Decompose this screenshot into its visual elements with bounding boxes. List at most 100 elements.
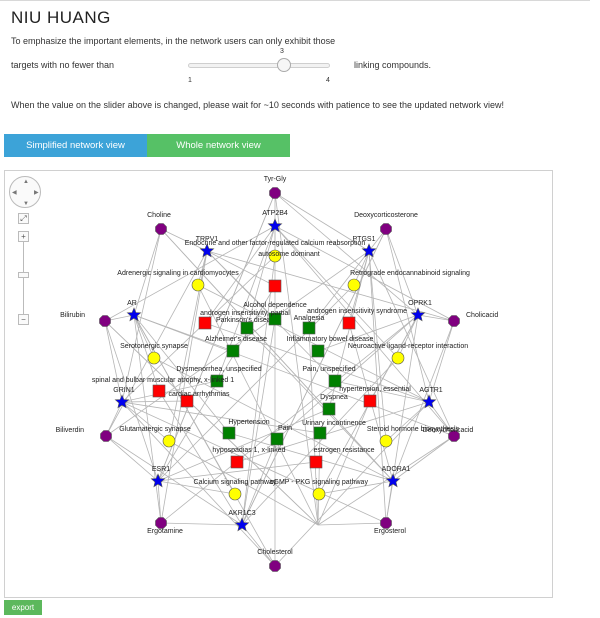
pan-right-icon[interactable]: ▶: [34, 190, 39, 196]
target-node[interactable]: PTGS1: [353, 236, 377, 258]
compound-node[interactable]: Tyr-Gly: [264, 176, 287, 199]
key-disease-shape[interactable]: [230, 455, 244, 469]
disease-node[interactable]: Inflammatory bowel disease: [287, 336, 374, 358]
target-shape[interactable]: [267, 218, 283, 233]
target-node[interactable]: ESR1: [150, 466, 170, 488]
pathway-node[interactable]: Serotonergic synapse: [120, 343, 188, 365]
pathway-node[interactable]: Endocrine and other factor-regulated cal…: [185, 240, 366, 263]
disease-node[interactable]: Pain: [270, 425, 292, 446]
key-disease-shape[interactable]: [342, 316, 356, 330]
pathway-shape[interactable]: [191, 278, 205, 292]
key-disease-shape[interactable]: [363, 394, 377, 408]
disease-shape[interactable]: [226, 344, 240, 358]
target-shape[interactable]: [410, 307, 426, 322]
target-node[interactable]: TRPV1: [196, 236, 219, 258]
pathway-shape[interactable]: [147, 351, 161, 365]
pathway-shape[interactable]: [268, 249, 282, 263]
target-node[interactable]: AR: [126, 300, 142, 322]
disease-shape[interactable]: [328, 374, 342, 388]
disease-node[interactable]: Pain, unspecified: [302, 366, 356, 388]
target-shape[interactable]: [361, 243, 377, 258]
tab-simplified-network-view[interactable]: Simplified network view: [4, 134, 147, 157]
target-shape[interactable]: [150, 473, 166, 488]
compound-node[interactable]: Choline: [147, 212, 171, 235]
zoom-slider-knob[interactable]: [18, 272, 29, 278]
disease-shape[interactable]: [313, 426, 327, 440]
compound-shape[interactable]: [100, 430, 112, 442]
pathway-shape[interactable]: [379, 434, 393, 448]
target-shape[interactable]: [114, 394, 130, 409]
compound-shape[interactable]: [155, 517, 167, 529]
target-shape[interactable]: [421, 394, 437, 409]
target-node[interactable]: ADORA1: [382, 466, 411, 488]
pathway-node[interactable]: Adrenergic signaling in cardiomyocytes: [117, 270, 239, 292]
pathway-node[interactable]: Retrograde endocannabinoid signaling: [347, 270, 470, 292]
disease-shape[interactable]: [270, 432, 284, 446]
disease-node[interactable]: Alzheimer's disease: [205, 336, 267, 358]
key-disease-node[interactable]: estrogen resistance: [309, 447, 375, 469]
disease-node[interactable]: Parkinson's disease: [216, 317, 278, 335]
disease-shape[interactable]: [268, 312, 282, 326]
target-node[interactable]: AKR1C3: [228, 510, 256, 532]
pathway-shape[interactable]: [391, 351, 405, 365]
compound-shape[interactable]: [380, 223, 392, 235]
pathway-shape[interactable]: [312, 487, 326, 501]
key-disease-shape[interactable]: [180, 394, 194, 408]
threshold-slider[interactable]: 3 1 4: [188, 48, 330, 88]
target-node[interactable]: GRIN1: [113, 387, 135, 409]
disease-node[interactable]: Dyspnea: [320, 394, 348, 416]
disease-node[interactable]: Alcohol dependence: [243, 302, 307, 326]
compound-node[interactable]: Deoxycorticosterone: [354, 212, 418, 235]
pan-navigation-control[interactable]: ▲ ▼ ◀ ▶: [9, 176, 41, 208]
pathway-shape[interactable]: [347, 278, 361, 292]
compound-shape[interactable]: [380, 517, 392, 529]
page-scrollbar[interactable]: [590, 0, 600, 618]
disease-node[interactable]: Urinary incontinence: [302, 420, 366, 440]
disease-shape[interactable]: [210, 374, 224, 388]
tab-whole-network-view[interactable]: Whole network view: [147, 134, 290, 157]
key-disease-shape[interactable]: [309, 455, 323, 469]
compound-node[interactable]: Bilirubin: [60, 312, 111, 327]
key-disease-node[interactable]: autosome dominant: [258, 251, 320, 293]
key-disease-node[interactable]: androgen insensitivity syndrome: [307, 308, 407, 330]
compound-node[interactable]: Cholesterol: [257, 549, 293, 572]
export-button[interactable]: export: [4, 600, 42, 615]
compound-node[interactable]: Biliverdin: [56, 427, 112, 442]
target-shape[interactable]: [199, 243, 215, 258]
disease-shape[interactable]: [240, 321, 254, 335]
key-disease-node[interactable]: hypertension, essential: [339, 386, 411, 408]
zoom-slider-track[interactable]: [23, 241, 24, 319]
compound-node[interactable]: Cholicacid: [448, 312, 499, 327]
target-node[interactable]: OPRK1: [408, 300, 432, 322]
disease-shape[interactable]: [322, 402, 336, 416]
key-disease-node[interactable]: spinal and bulbar muscular atrophy, x-li…: [92, 377, 234, 398]
slider-thumb[interactable]: [277, 58, 291, 72]
compound-shape[interactable]: [155, 223, 167, 235]
zoom-out-button[interactable]: −: [18, 314, 29, 325]
pathway-node[interactable]: Glutamatergic synapse: [119, 426, 191, 448]
disease-shape[interactable]: [302, 321, 316, 335]
pathway-node[interactable]: cGMP - PKG signaling pathway: [270, 479, 368, 501]
compound-node[interactable]: Ergotamine: [147, 517, 183, 536]
key-disease-shape[interactable]: [198, 316, 212, 330]
target-shape[interactable]: [234, 517, 250, 532]
disease-shape[interactable]: [311, 344, 325, 358]
compound-shape[interactable]: [448, 315, 460, 327]
pathway-node[interactable]: Steroid hormone biosynthesis: [367, 426, 460, 448]
pathway-shape[interactable]: [228, 487, 242, 501]
disease-node[interactable]: Analgesia: [294, 315, 325, 335]
pathway-shape[interactable]: [162, 434, 176, 448]
pan-up-icon[interactable]: ▲: [23, 179, 29, 185]
key-disease-node[interactable]: androgen insensitivity, partial: [198, 310, 290, 330]
compound-shape[interactable]: [99, 315, 111, 327]
compound-shape[interactable]: [269, 187, 281, 199]
key-disease-node[interactable]: hypospadias 1, x-linked: [212, 447, 286, 469]
pan-left-icon[interactable]: ◀: [12, 190, 17, 196]
key-disease-node[interactable]: cardiac arrhythmias: [168, 391, 230, 408]
compound-node[interactable]: Deoxycholicacid: [423, 427, 474, 442]
compound-shape[interactable]: [448, 430, 460, 442]
disease-node[interactable]: Dysmenorrhea, unspecified: [176, 366, 262, 388]
compound-node[interactable]: Ergosterol: [374, 517, 406, 536]
